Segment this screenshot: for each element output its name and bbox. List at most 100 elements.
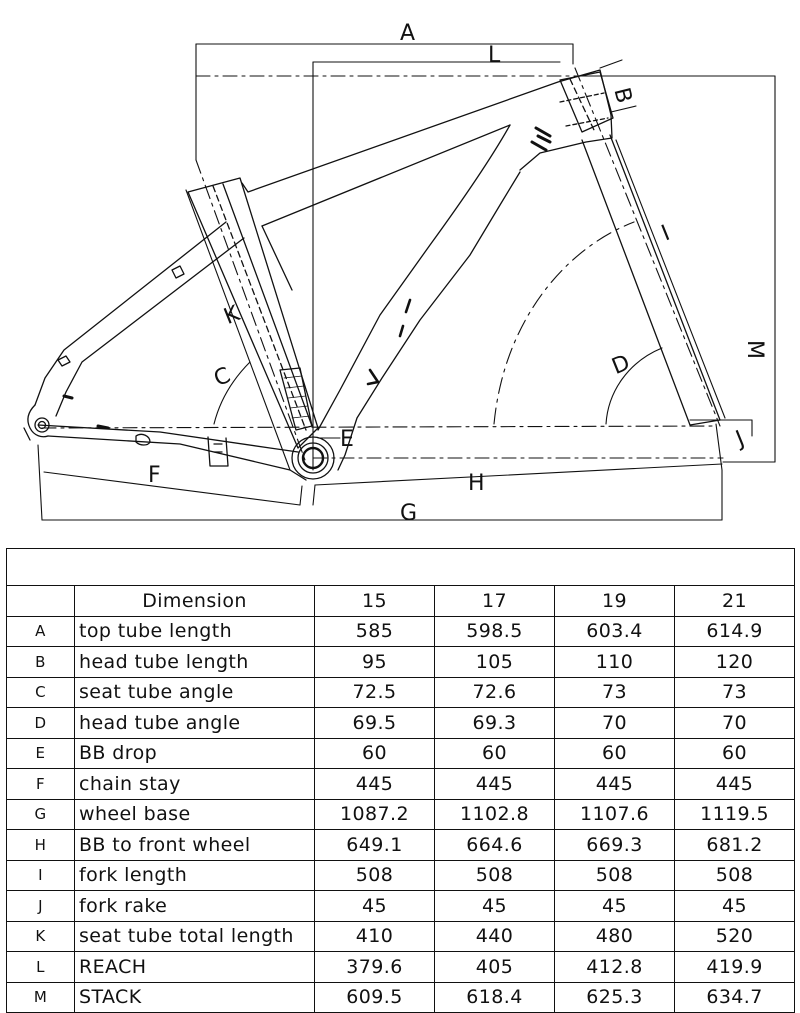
row-value: 445 [314, 768, 435, 800]
row-value: 110 [554, 646, 675, 678]
row-dimension-name: STACK [74, 981, 315, 1013]
header-size-15: 15 [314, 585, 435, 617]
table-title [5, 548, 796, 586]
table-title-row [5, 548, 796, 586]
row-value: 60 [434, 737, 555, 769]
row-value: 45 [673, 890, 796, 922]
label-m: M [742, 340, 767, 359]
row-value: 72.6 [434, 676, 555, 708]
row-dimension-name: BB drop [74, 737, 315, 769]
row-value: 69.5 [314, 707, 435, 739]
label-l: L [488, 43, 501, 68]
row-value: 73 [673, 676, 796, 708]
row-value: 60 [554, 737, 675, 769]
label-h: H [468, 471, 485, 496]
row-value: 60 [314, 737, 435, 769]
header-size-19: 19 [554, 585, 675, 617]
row-letter: E [6, 737, 75, 769]
row-value: 105 [434, 646, 555, 678]
row-value: 508 [554, 859, 675, 891]
row-dimension-name: head tube length [74, 646, 315, 678]
row-value: 618.4 [434, 981, 555, 1013]
row-value: 410 [314, 920, 435, 952]
row-value: 520 [673, 920, 796, 952]
row-value: 445 [554, 768, 675, 800]
row-value: 649.1 [314, 829, 435, 861]
row-value: 508 [314, 859, 435, 891]
row-value: 70 [673, 707, 796, 739]
row-letter: D [6, 707, 75, 739]
row-letter: M [6, 981, 75, 1013]
row-value: 45 [434, 890, 555, 922]
row-value: 681.2 [673, 829, 796, 861]
label-g: G [400, 501, 417, 526]
row-value: 45 [554, 890, 675, 922]
row-value: 440 [434, 920, 555, 952]
row-value: 598.5 [434, 615, 555, 647]
row-value: 45 [314, 890, 435, 922]
row-dimension-name: wheel base [74, 798, 315, 830]
label-a: A [400, 21, 415, 46]
row-value: 445 [434, 768, 555, 800]
row-value: 70 [554, 707, 675, 739]
row-value: 120 [673, 646, 796, 678]
row-value: 405 [434, 951, 555, 983]
row-value: 412.8 [554, 951, 675, 983]
row-letter: H [6, 829, 75, 861]
row-letter: K [6, 920, 75, 952]
row-value: 1087.2 [314, 798, 435, 830]
frame-outline [23, 69, 721, 481]
row-value: 1107.6 [554, 798, 675, 830]
row-letter: I [6, 859, 75, 891]
row-letter: F [6, 768, 75, 800]
row-letter: L [6, 951, 75, 983]
row-dimension-name: BB to front wheel [74, 829, 315, 861]
label-c: C [210, 363, 234, 392]
row-value: 614.9 [673, 615, 796, 647]
header-size-21: 21 [673, 585, 796, 617]
row-dimension-name: top tube length [74, 615, 315, 647]
row-dimension-name: seat tube total length [74, 920, 315, 952]
row-value: 73 [554, 676, 675, 708]
row-dimension-name: head tube angle [74, 707, 315, 739]
label-e: E [340, 427, 354, 452]
header-letter [6, 585, 75, 617]
row-value: 379.6 [314, 951, 435, 983]
label-j: J [731, 426, 748, 452]
row-value: 72.5 [314, 676, 435, 708]
row-value: 1102.8 [434, 798, 555, 830]
row-value: 95 [314, 646, 435, 678]
row-letter: G [6, 798, 75, 830]
row-value: 419.9 [673, 951, 796, 983]
label-f: F [148, 463, 161, 488]
label-k: K [220, 301, 243, 330]
row-value: 69.3 [434, 707, 555, 739]
row-value: 664.6 [434, 829, 555, 861]
row-value: 669.3 [554, 829, 675, 861]
label-d: D [608, 350, 633, 380]
row-value: 60 [673, 737, 796, 769]
row-value: 508 [434, 859, 555, 891]
row-dimension-name: fork rake [74, 890, 315, 922]
row-letter: B [6, 646, 75, 678]
row-value: 508 [673, 859, 796, 891]
row-value: 634.7 [673, 981, 796, 1013]
header-dimension: Dimension [74, 585, 315, 617]
frame-geometry-diagram: A L B I M D J E K C F H G [23, 21, 776, 526]
row-value: 480 [554, 920, 675, 952]
label-b: B [608, 85, 636, 106]
row-value: 603.4 [554, 615, 675, 647]
row-dimension-name: chain stay [74, 768, 315, 800]
row-dimension-name: fork length [74, 859, 315, 891]
